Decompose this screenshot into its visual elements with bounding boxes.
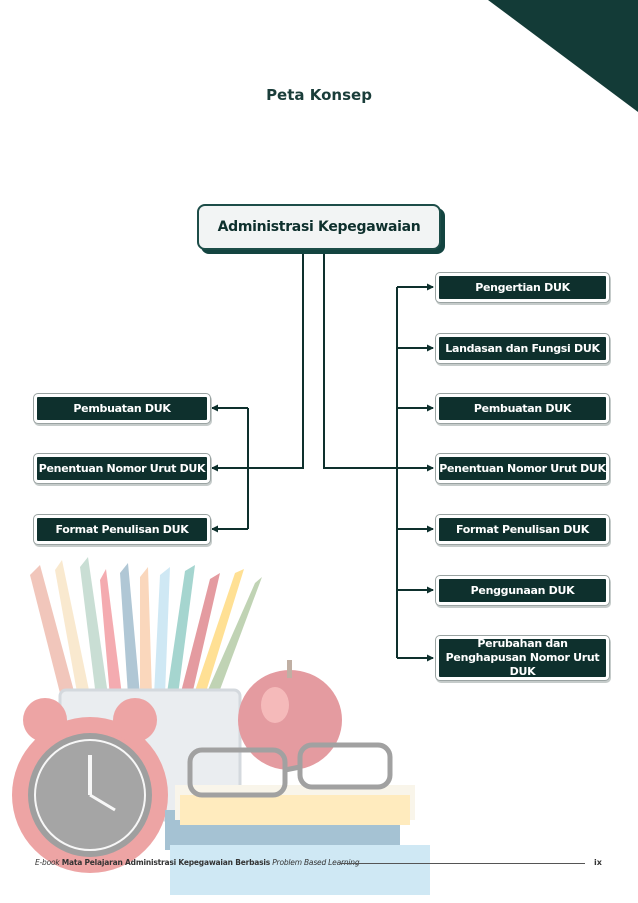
footer-bold: Mata Pelajaran Administrasi Kepegawaian …: [61, 858, 271, 867]
left-node-label: Pembuatan DUK: [73, 401, 171, 415]
right-node-label: Pembuatan DUK: [473, 401, 572, 415]
right-node-label: Penentuan Nomor Urut DUK: [439, 461, 606, 475]
glasses-illustration: [187, 742, 393, 798]
alarm-clock-illustration: [12, 698, 168, 873]
right-branch-trunk: [323, 251, 397, 469]
page-number: ix: [594, 858, 602, 867]
books-illustration: [165, 785, 430, 895]
right-node-label: Perubahan dan Penghapusan Nomor Urut DUK: [445, 637, 600, 678]
right-node-perubahan: Perubahan dan Penghapusan Nomor Urut DUK: [436, 636, 609, 680]
footer-text: E-book Mata Pelajaran Administrasi Kepeg…: [35, 858, 360, 867]
left-node-label: Format Penulisan DUK: [55, 522, 189, 536]
right-node-pembuatan: Pembuatan DUK: [436, 394, 609, 423]
right-node-format: Format Penulisan DUK: [436, 515, 609, 544]
background-illustration: [12, 557, 430, 895]
main-concept-node: Administrasi Kepegawaian: [197, 204, 441, 250]
left-node-label: Penentuan Nomor Urut DUK: [38, 461, 206, 475]
main-concept-label: Administrasi Kepegawaian: [217, 219, 421, 235]
right-node-penggunaan: Penggunaan DUK: [436, 576, 609, 605]
pencils-illustration: [30, 557, 262, 701]
pencil-cup: [58, 688, 242, 822]
footer-divider: [340, 863, 585, 864]
right-node-landasan: Landasan dan Fungsi DUK: [436, 334, 609, 363]
right-node-label: Format Penulisan DUK: [456, 522, 589, 536]
right-node-label: Landasan dan Fungsi DUK: [445, 341, 600, 355]
footer-prefix: E-book: [35, 858, 60, 867]
right-node-label: Pengertian DUK: [475, 280, 570, 294]
corner-decoration: [488, 0, 638, 112]
page-title: Peta Konsep: [266, 86, 372, 104]
right-node-pengertian: Pengertian DUK: [436, 273, 609, 302]
left-node-format: Format Penulisan DUK: [34, 515, 210, 544]
footer-italic: Problem Based Learning: [272, 858, 360, 867]
apple-illustration: [238, 660, 342, 770]
right-node-penentuan: Penentuan Nomor Urut DUK: [436, 454, 609, 483]
right-node-label: Penggunaan DUK: [470, 583, 575, 597]
left-node-penentuan: Penentuan Nomor Urut DUK: [34, 454, 210, 483]
left-node-pembuatan: Pembuatan DUK: [34, 394, 210, 423]
left-branch-trunk: [248, 251, 304, 469]
